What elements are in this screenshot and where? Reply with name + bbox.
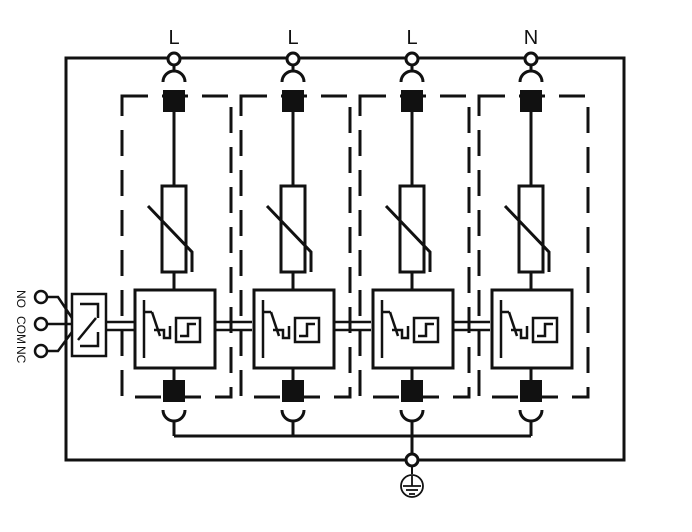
line-terminal-2: [285, 51, 301, 67]
terminal-label-4: N: [524, 27, 538, 49]
enclosure-outline: [64, 56, 626, 462]
top-plug-2: [282, 90, 304, 112]
ground-icon: [400, 474, 424, 498]
bottom-contact-3: [399, 409, 425, 423]
bottom-contact-4: [518, 409, 544, 423]
thermal-disconnector-icon: [490, 288, 574, 370]
line-terminal-1: [166, 51, 182, 67]
ground-terminal: [404, 452, 420, 468]
top-plug-4: [520, 90, 542, 112]
bottom-plug-4: [520, 380, 542, 402]
top-contact-4: [518, 69, 544, 83]
varistor-icon: [265, 184, 313, 274]
thermal-disconnector-icon: [252, 288, 336, 370]
protection-modules: [120, 51, 590, 423]
aux-label-no: NO: [14, 290, 28, 308]
module-3: [358, 51, 471, 423]
varistor-icon: [503, 184, 551, 274]
module-2: [239, 51, 352, 423]
ground-bus: [172, 420, 533, 455]
contact-terminal-com: [33, 316, 49, 332]
aux-label-nc: NC: [14, 346, 28, 364]
contact-terminal-nc: [33, 343, 49, 359]
line-terminal-4: [523, 51, 539, 67]
terminal-label-1: L: [168, 27, 179, 49]
varistor-icon: [384, 184, 432, 274]
bottom-contact-2: [280, 409, 306, 423]
remote-signal-switch-icon: [46, 292, 108, 358]
terminal-label-3: L: [406, 27, 417, 49]
top-contact-1: [161, 69, 187, 83]
aux-label-com: COM: [14, 316, 28, 344]
bottom-plug-1: [163, 380, 185, 402]
module-4: [477, 51, 590, 423]
module-1: [120, 51, 233, 423]
terminal-label-2: L: [287, 27, 298, 49]
bottom-contact-1: [161, 409, 187, 423]
bottom-plug-3: [401, 380, 423, 402]
top-contact-2: [280, 69, 306, 83]
line-terminal-3: [404, 51, 420, 67]
signal-linkage: [107, 320, 490, 332]
thermal-disconnector-icon: [133, 288, 217, 370]
thermal-disconnector-icon: [371, 288, 455, 370]
varistor-icon: [146, 184, 194, 274]
top-plug-1: [163, 90, 185, 112]
contact-terminal-no: [33, 289, 49, 305]
top-plug-3: [401, 90, 423, 112]
top-contact-3: [399, 69, 425, 83]
bottom-plug-2: [282, 380, 304, 402]
